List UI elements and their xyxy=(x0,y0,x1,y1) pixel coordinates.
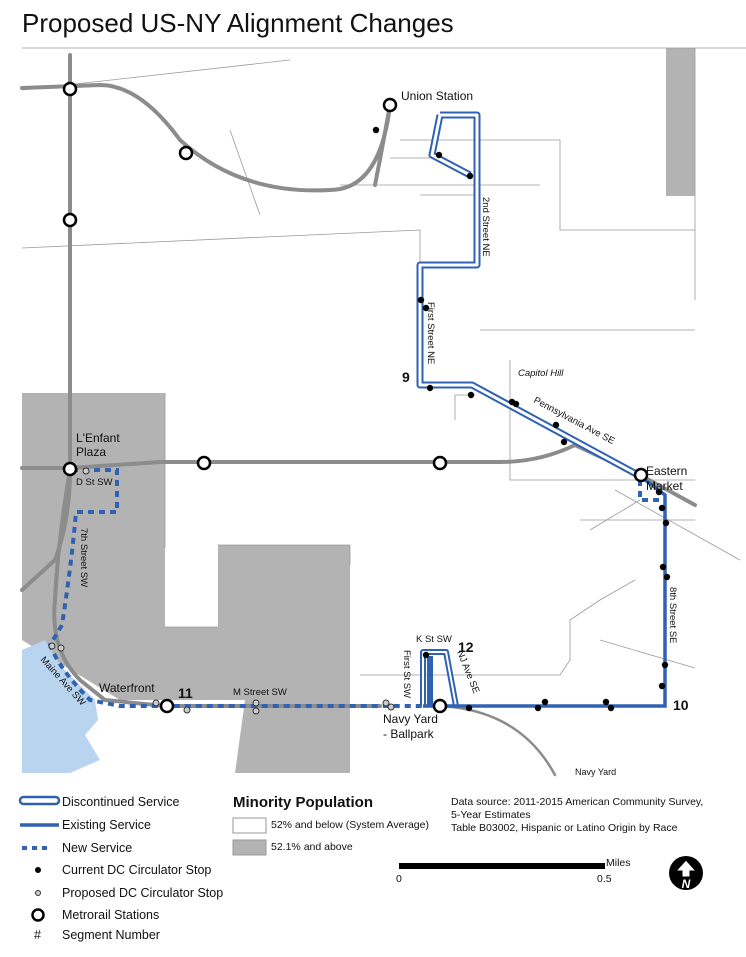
current-stops xyxy=(372,126,671,712)
discontinued-service xyxy=(416,111,642,707)
legend-proposed-stop: Proposed DC Circulator Stop xyxy=(62,886,224,900)
map-title: Proposed US-NY Alignment Changes xyxy=(22,8,454,38)
segment-9: 9 xyxy=(402,369,410,385)
minority-area xyxy=(22,393,350,773)
legend-segment-symbol: # xyxy=(34,928,41,942)
water-area xyxy=(22,640,100,773)
label-7th-street: 7th Street SW xyxy=(78,528,89,587)
label-2nd-street: 2nd Street NE xyxy=(480,197,491,257)
segment-12: 12 xyxy=(458,639,474,655)
legend-metro: Metrorail Stations xyxy=(62,908,160,922)
north-label: N xyxy=(682,877,691,891)
label-m-street: M Street SW xyxy=(233,687,287,698)
source-line: 5-Year Estimates xyxy=(451,809,531,821)
proposed-stops xyxy=(48,467,395,715)
scale-start: 0 xyxy=(396,873,402,885)
existing-service xyxy=(423,474,667,708)
legend-segment: Segment Number xyxy=(62,928,160,942)
legend-current-stop: Current DC Circulator Stop xyxy=(62,863,212,877)
scale-bar xyxy=(399,863,605,869)
minority-areas xyxy=(22,48,695,773)
source-line: Data source: 2011-2015 American Communit… xyxy=(451,796,704,808)
label-k-st: K St SW xyxy=(416,634,452,645)
label-first-street-ne: First Street NE xyxy=(425,302,436,364)
minority-legend-high: 52.1% and above xyxy=(271,841,353,853)
data-source: Data source: 2011-2015 American Communit… xyxy=(451,796,703,835)
minority-legend-title: Minority Population xyxy=(233,794,373,811)
segment-11: 11 xyxy=(178,685,193,701)
label-navy-yard: Navy Yard- Ballpark xyxy=(383,712,438,741)
label-union-station: Union Station xyxy=(401,89,473,103)
legend-discontinued: Discontinued Service xyxy=(62,795,180,809)
scale-end: 0.5 xyxy=(597,873,612,885)
label-waterfront: Waterfront xyxy=(99,681,155,695)
label-d-st: D St SW xyxy=(76,477,112,488)
minority-legend-low: 52% and below (System Average) xyxy=(271,819,429,831)
label-8th-street: 8th Street SE xyxy=(667,587,678,644)
segment-10: 10 xyxy=(673,697,689,713)
label-first-st-sw: First St SW xyxy=(401,650,412,698)
minority-area xyxy=(666,48,695,196)
source-line: Table B03002, Hispanic or Latino Origin … xyxy=(451,822,678,834)
label-capitol-hill: Capitol Hill xyxy=(518,368,564,379)
legend-new: New Service xyxy=(62,841,133,855)
scale-unit: Miles xyxy=(606,857,631,869)
new-service xyxy=(47,468,662,708)
legend-symbols: N xyxy=(18,795,703,922)
label-nj-ave: NJ Ave SE xyxy=(454,649,481,695)
legend-existing: Existing Service xyxy=(62,818,151,832)
label-navy-yard-area: Navy Yard xyxy=(575,767,616,777)
metro-stations xyxy=(62,81,649,714)
